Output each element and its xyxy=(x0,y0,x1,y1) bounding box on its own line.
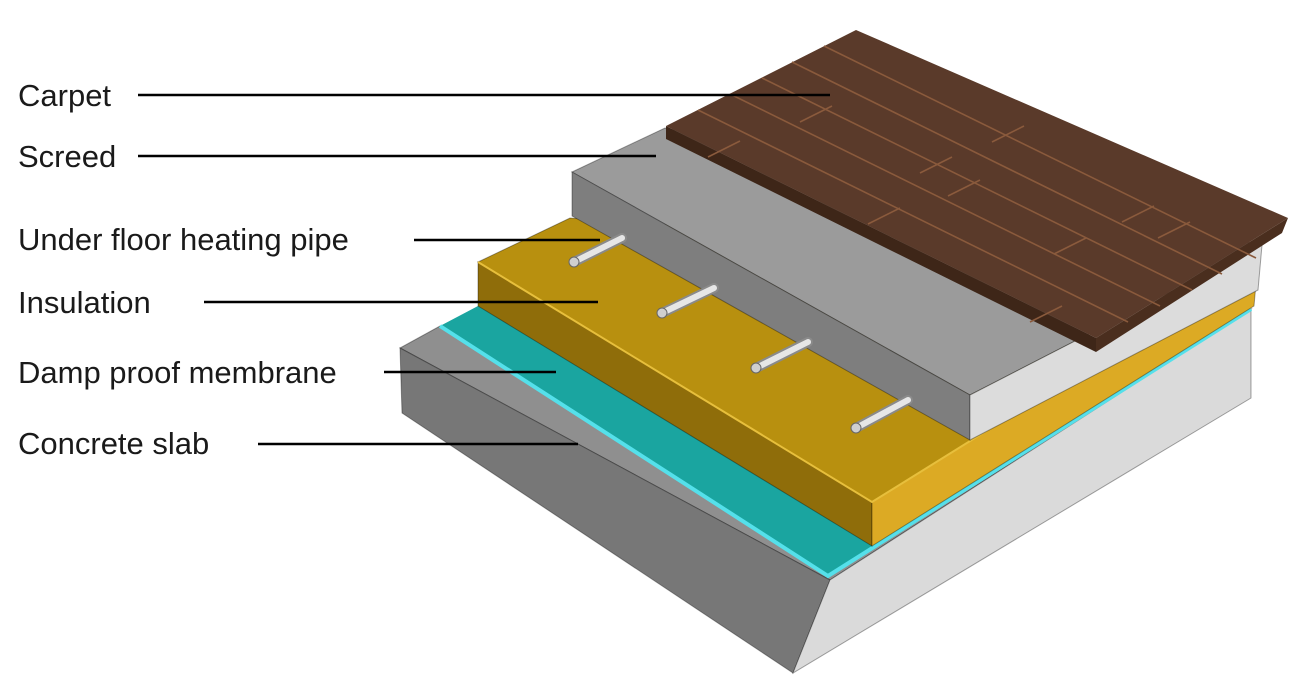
label-screed: Screed xyxy=(18,139,656,174)
carpet-side xyxy=(1096,218,1288,352)
label-concrete: Concrete slab xyxy=(18,426,578,461)
label-insulation: Insulation xyxy=(18,285,598,320)
label-pipe: Under floor heating pipe xyxy=(18,222,600,257)
heating-pipes xyxy=(568,233,913,434)
heating-pipe xyxy=(850,395,913,434)
label-membrane-text: Damp proof membrane xyxy=(18,355,337,390)
label-insulation-text: Insulation xyxy=(18,285,151,320)
heating-pipe xyxy=(656,283,719,319)
label-pipe-text: Under floor heating pipe xyxy=(18,222,349,257)
heating-pipe xyxy=(568,233,627,268)
label-concrete-text: Concrete slab xyxy=(18,426,209,461)
membrane-edge xyxy=(438,307,1253,579)
carpet-plank-seams xyxy=(697,45,1257,323)
carpet-front xyxy=(666,126,1096,352)
label-carpet: Carpet xyxy=(18,78,830,113)
label-carpet-text: Carpet xyxy=(18,78,111,113)
heating-pipe xyxy=(750,337,813,374)
label-screed-text: Screed xyxy=(18,139,116,174)
carpet-layer xyxy=(666,30,1288,352)
label-membrane: Damp proof membrane xyxy=(18,355,556,390)
